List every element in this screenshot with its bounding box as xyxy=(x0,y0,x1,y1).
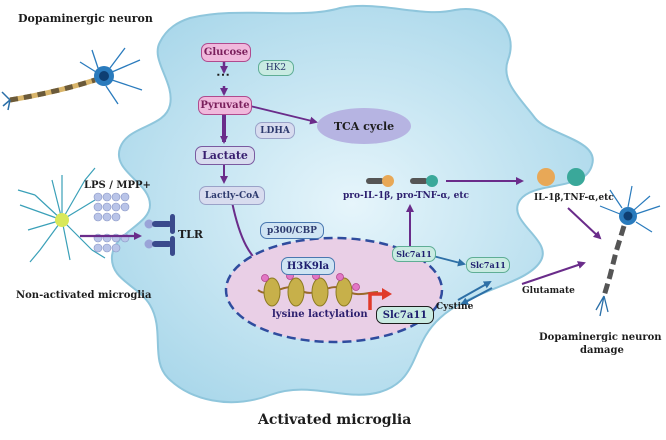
il1b-molecule xyxy=(537,168,555,186)
h3k9la-box: H3K9la xyxy=(281,257,335,275)
slc7a11-cytoplasm-box: Slc7a11 xyxy=(392,246,436,262)
cystine-label: Cystine xyxy=(436,302,474,312)
slc7a11-membrane-box: Slc7a11 xyxy=(466,257,510,273)
slc7a11-gene-box: Slc7a11 xyxy=(376,306,434,324)
cytokines-to-neuron-arrow xyxy=(567,207,602,240)
tca-cycle-ellipse: TCA cycle xyxy=(317,108,411,144)
pro-cytokine-molecules xyxy=(366,175,438,187)
gene-activation-arrow xyxy=(368,292,384,310)
cystine-import-arrow xyxy=(460,287,493,305)
chromatin-nucleosomes xyxy=(257,272,379,307)
activated-microglia-label: Activated microglia xyxy=(258,412,412,428)
glutamate-export-arrow xyxy=(457,281,492,301)
dopaminergic-neuron-graphic xyxy=(1,47,143,111)
lactyl-coa-box: Lactly-CoA xyxy=(199,186,265,205)
p300-cbp-box: p300/CBP xyxy=(260,222,324,239)
activated-microglia-cell xyxy=(110,4,594,404)
glutamate-to-neuron-arrow xyxy=(521,261,586,285)
tnfa-molecule xyxy=(567,168,585,186)
non-activated-microglia-graphic xyxy=(17,167,106,263)
pyruvate-to-tca-arrow xyxy=(249,105,318,125)
damaged-neuron-graphic xyxy=(595,185,661,317)
glutamate-label: Glutamate xyxy=(522,286,575,296)
non-activated-microglia-label: Non-activated microglia xyxy=(16,290,152,301)
lps-mpp-molecules xyxy=(93,192,130,253)
tlr-receptor xyxy=(144,214,175,256)
lps-mpp-label: LPS / MPP+ xyxy=(84,180,151,191)
pyruvate-box: Pyruvate xyxy=(198,96,252,115)
lactate-box: Lactate xyxy=(195,146,255,165)
neuron-damage-label-line1: Dopaminergic neuron xyxy=(539,332,662,343)
dopaminergic-neuron-label: Dopaminergic neuron xyxy=(18,12,153,25)
mature-cytokines-label: IL-1β,TNF-α,etc xyxy=(534,193,614,203)
ellipsis-dots: ⋯ xyxy=(216,67,230,83)
glucose-box: Glucose xyxy=(201,43,251,62)
ldha-box: LDHA xyxy=(255,122,295,139)
slc7a11-to-membrane-arrow xyxy=(432,255,466,267)
tlr-label: TLR xyxy=(178,228,204,241)
pro-cytokines-label: pro-IL-1β, pro-TNF-α, etc xyxy=(343,191,470,201)
hk2-box: HK2 xyxy=(258,60,294,76)
neuron-damage-label-line2: damage xyxy=(580,345,624,356)
lysine-lactylation-label: lysine lactylation xyxy=(272,309,368,320)
